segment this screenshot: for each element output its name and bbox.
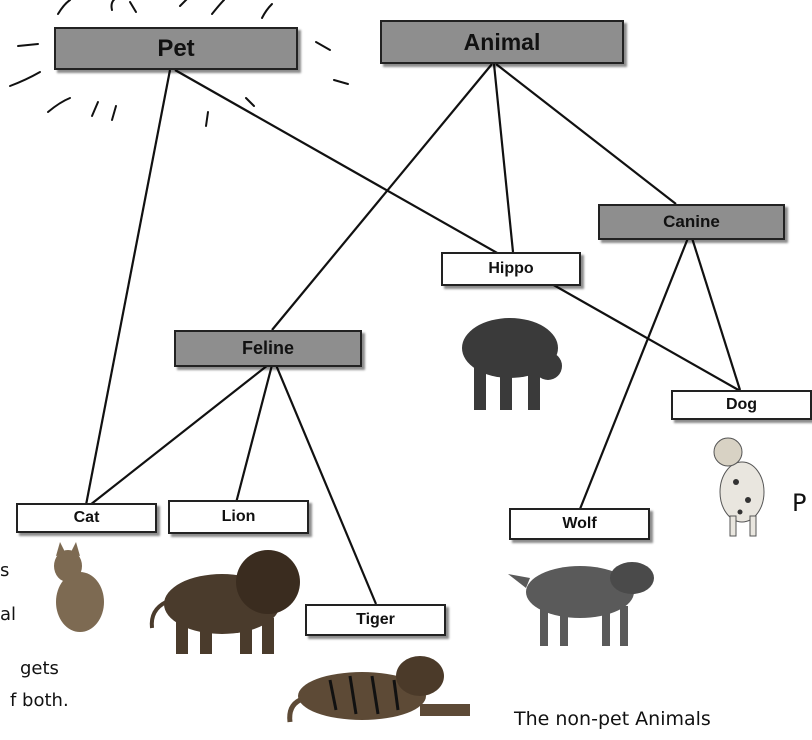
- canine-box: Canine: [598, 204, 785, 240]
- left-note-fragment-4: f both.: [10, 690, 69, 711]
- cat-image: [54, 542, 104, 632]
- wolf-image: [508, 562, 654, 646]
- tiger-image: [287, 656, 470, 723]
- animal-box: Animal: [380, 20, 624, 64]
- hippo-image: [462, 318, 562, 410]
- bottom-caption: The non-pet Animals: [514, 708, 711, 730]
- line-canine-wolf: [578, 237, 690, 510]
- cat-box: Cat: [16, 503, 157, 533]
- connector-lines: [84, 63, 743, 605]
- line-feline-tiger: [274, 364, 378, 605]
- right-note-fragment: P: [792, 489, 807, 517]
- highlight-ray-doodles: [9, 0, 349, 127]
- line-pet-cat: [84, 69, 172, 506]
- dog-box: Dog: [671, 390, 812, 420]
- lion-image: [149, 550, 300, 654]
- dog-image: [713, 437, 765, 537]
- tiger-box: Tiger: [305, 604, 446, 636]
- line-animal-feline: [271, 63, 493, 331]
- lion-box: Lion: [168, 500, 309, 534]
- line-canine-dog: [690, 237, 742, 391]
- left-note-fragment-3: gets: [20, 658, 59, 679]
- line-animal-hippo: [492, 63, 515, 253]
- left-note-fragment-2: al: [0, 604, 17, 625]
- left-note-fragment-1: s: [0, 560, 10, 581]
- wolf-box: Wolf: [509, 508, 650, 540]
- hippo-box: Hippo: [441, 252, 581, 286]
- line-feline-lion: [234, 364, 274, 504]
- feline-box: Feline: [174, 330, 362, 367]
- line-feline-cat: [89, 364, 269, 506]
- pet-box: Pet: [54, 27, 298, 70]
- line-animal-canine: [495, 63, 677, 205]
